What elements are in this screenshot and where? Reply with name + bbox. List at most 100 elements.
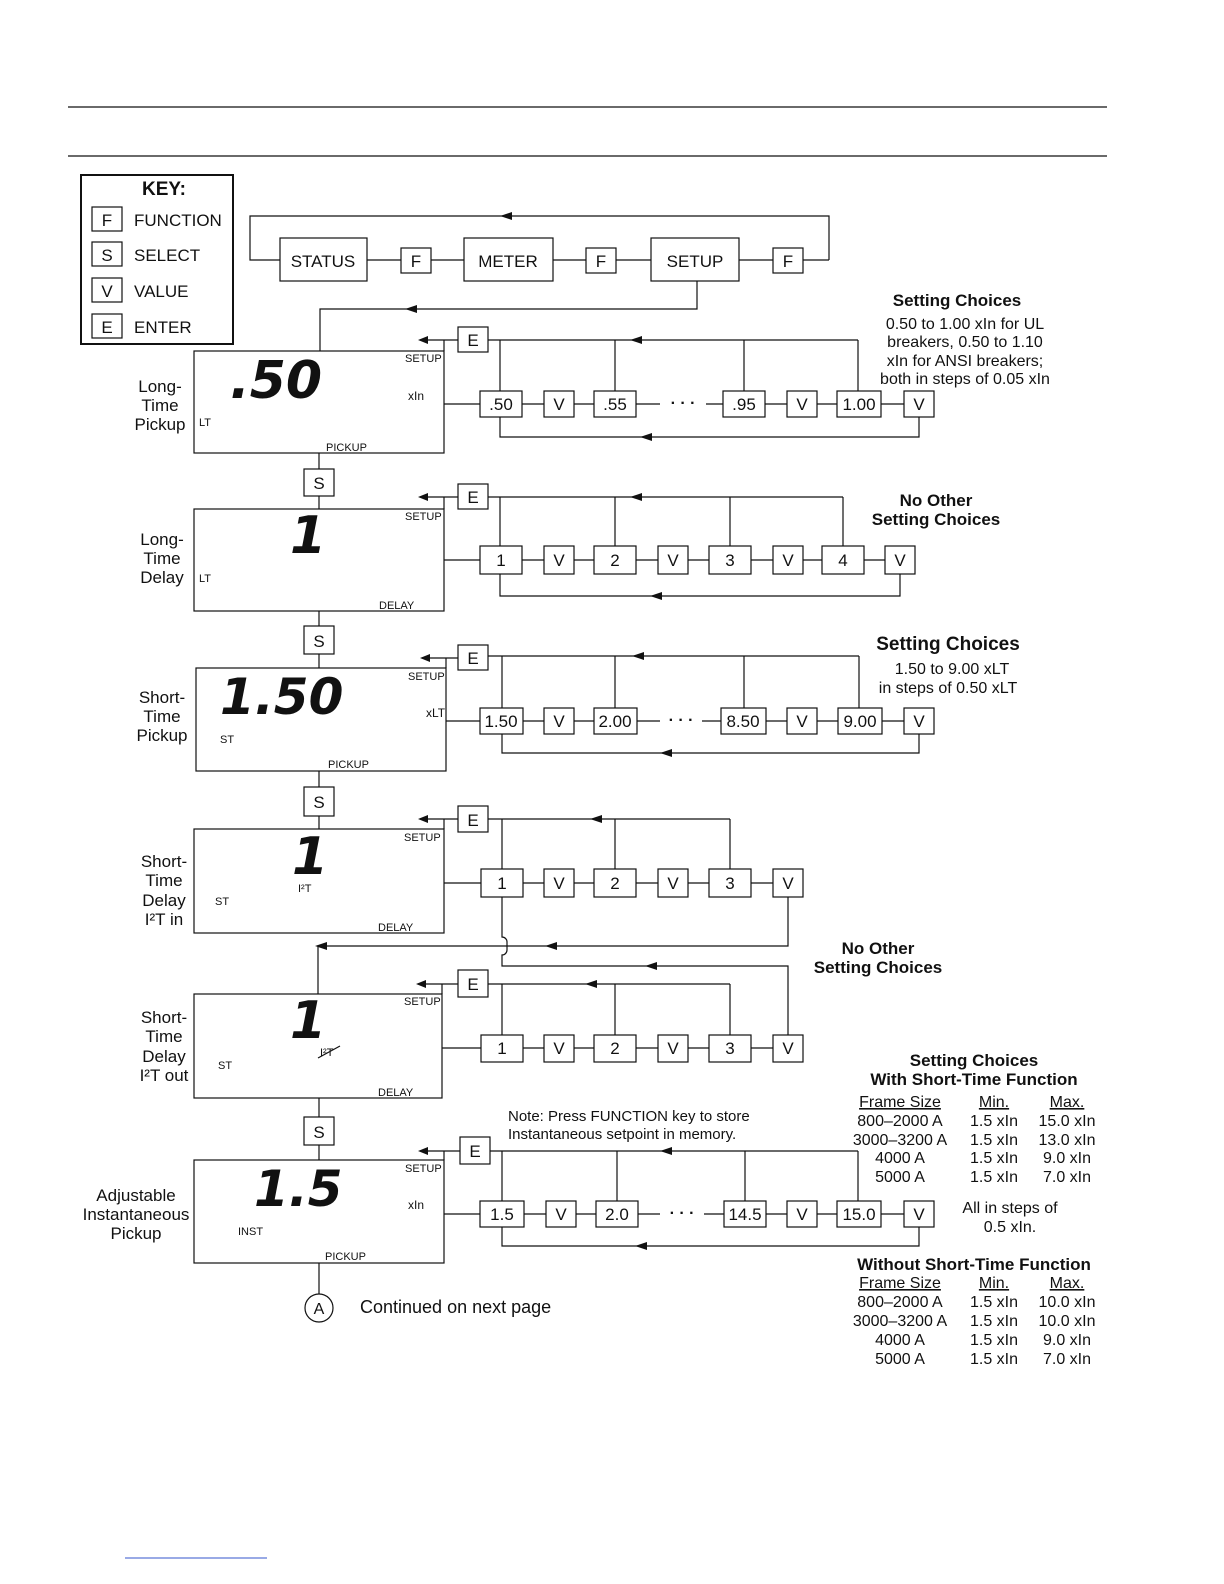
status-mode-label: STATUS	[291, 252, 356, 271]
select-key-label: S	[313, 1123, 324, 1142]
st-pickup-label-1: Short-	[139, 688, 185, 707]
select-key-4[interactable]	[303, 1116, 335, 1146]
st-delay-out-value-key-3[interactable]	[772, 1034, 804, 1063]
select-key-3[interactable]	[303, 786, 335, 817]
inst-lcd-bottom: PICKUP	[325, 1251, 366, 1263]
without-st-max-cell: 7.0 xIn	[1043, 1351, 1091, 1368]
select-key-1[interactable]	[303, 468, 335, 497]
lt-pickup-choice-055[interactable]	[593, 390, 637, 418]
lt-pickup-label-3: Pickup	[134, 415, 185, 434]
lt-pickup-choice-050[interactable]	[479, 390, 523, 418]
inst-lcd-unit: xIn	[408, 1198, 424, 1212]
inst-choice-145[interactable]	[723, 1200, 767, 1228]
step-inst-pickup: Adjustable Instantaneous Pickup 1.5 SETU…	[83, 1108, 935, 1323]
st-pickup-label-2: Time	[143, 707, 180, 726]
st-delay-in-choice-3-label: 3	[725, 874, 734, 893]
inst-value-key-2[interactable]	[786, 1200, 818, 1228]
inst-choice-20-label: 2.0	[605, 1205, 629, 1224]
st-delay-in-label-4: I²T in	[145, 910, 183, 929]
lt-delay-note-line-1: No Other	[900, 491, 973, 510]
lt-pickup-choice-050-label: .50	[489, 395, 513, 414]
st-delay-in-enter-key[interactable]	[457, 805, 489, 833]
lt-delay-lcd-mode: LT	[199, 573, 211, 585]
steps-note-line-2: 0.5 xIn.	[984, 1219, 1036, 1236]
st-pickup-choice-850[interactable]	[720, 707, 767, 735]
lt-pickup-lcd-bottom: PICKUP	[326, 442, 367, 454]
st-delay-out-enter-key[interactable]	[457, 969, 489, 998]
inst-value-key-3[interactable]	[903, 1200, 935, 1228]
function-key-2[interactable]	[585, 247, 617, 274]
value-key-label: V	[555, 1205, 567, 1224]
lt-pickup-display-value: .50	[230, 351, 322, 411]
function-key-1-label: F	[411, 252, 421, 271]
st-pickup-value-key-2[interactable]	[786, 707, 818, 735]
lt-delay-choice-4[interactable]	[821, 545, 865, 575]
value-key-label: V	[667, 874, 679, 893]
step-st-pickup: Short- Time Pickup 1.50 SETUP xLT ST PIC…	[136, 644, 935, 829]
st-pickup-value-key-3[interactable]	[903, 707, 935, 735]
st-delay-in-choice-1[interactable]	[480, 868, 524, 898]
status-mode-box[interactable]	[279, 237, 368, 282]
inst-choice-150[interactable]	[836, 1200, 882, 1228]
lt-delay-choice-3[interactable]	[708, 545, 752, 575]
lt-delay-choice-1[interactable]	[479, 545, 523, 575]
lt-delay-value-key-4[interactable]	[884, 545, 916, 575]
without-st-header-min: Min.	[979, 1275, 1009, 1292]
st-delay-in-display-value: 1	[292, 827, 328, 887]
st-pickup-ellipsis: · · ·	[669, 712, 694, 729]
lt-pickup-lcd-setup: SETUP	[405, 353, 442, 365]
function-key-3[interactable]	[772, 247, 804, 274]
key-e-letter: E	[101, 318, 112, 337]
lt-pickup-value-key-1[interactable]	[543, 390, 575, 418]
select-key-2[interactable]	[303, 625, 335, 655]
select-key-label: S	[313, 474, 324, 493]
lt-delay-enter-key[interactable]	[457, 483, 489, 510]
key-s-label: SELECT	[134, 246, 200, 265]
lt-pickup-choice-055-label: .55	[603, 395, 627, 414]
st-delay-in-choice-1-label: 1	[497, 874, 506, 893]
st-pickup-choice-200[interactable]	[593, 707, 638, 735]
lt-pickup-choice-100[interactable]	[836, 390, 882, 418]
lt-pickup-choice-100-label: 1.00	[842, 395, 875, 414]
st-delay-in-choice-3[interactable]	[708, 868, 752, 898]
lt-pickup-note-line-4: both in steps of 0.05 xIn	[880, 371, 1050, 388]
lt-delay-choice-2[interactable]	[593, 545, 637, 575]
inst-choice-20[interactable]	[595, 1200, 639, 1228]
with-st-max-cell: 7.0 xIn	[1043, 1169, 1091, 1186]
function-key-3-label: F	[783, 252, 793, 271]
select-key-label: S	[313, 632, 324, 651]
st-delay-in-value-key-1[interactable]	[543, 868, 575, 898]
inst-label-3: Pickup	[110, 1224, 161, 1243]
lt-delay-value-key-2[interactable]	[657, 545, 689, 575]
with-st-min-cell: 1.5 xIn	[970, 1132, 1018, 1149]
st-pickup-note-line-2: in steps of 0.50 xLT	[879, 680, 1018, 697]
i2t-off-slash-icon	[317, 1045, 341, 1059]
lt-delay-lcd-bottom: DELAY	[379, 600, 415, 612]
enter-key-label: E	[467, 975, 478, 994]
lt-delay-value-key-1[interactable]	[543, 545, 575, 575]
enter-key-label: E	[467, 649, 478, 668]
lt-pickup-enter-label: E	[467, 331, 478, 350]
lt-delay-label-3: Delay	[140, 568, 184, 587]
st-pickup-lcd-mode: ST	[220, 734, 234, 746]
st-delay-out-value-key-1[interactable]	[543, 1034, 575, 1063]
st-delay-in-value-key-2[interactable]	[657, 868, 689, 898]
inst-value-key-1[interactable]	[545, 1200, 577, 1228]
value-key-label: V	[913, 1205, 925, 1224]
with-st-max-cell: 13.0 xIn	[1039, 1132, 1096, 1149]
st-delay-note-line-2: Setting Choices	[814, 958, 942, 977]
enter-key-label: E	[469, 1142, 480, 1161]
st-pickup-enter-key[interactable]	[457, 644, 489, 671]
st-delay-in-choice-2[interactable]	[593, 868, 637, 898]
without-st-min-cell: 1.5 xIn	[970, 1313, 1018, 1330]
value-key-label: V	[553, 712, 565, 731]
st-pickup-label-3: Pickup	[136, 726, 187, 745]
lt-pickup-choice-095[interactable]	[722, 390, 766, 418]
without-st-min-cell: 1.5 xIn	[970, 1294, 1018, 1311]
st-delay-out-choice-2[interactable]	[593, 1034, 637, 1063]
inst-choice-145-label: 14.5	[728, 1205, 761, 1224]
st-delay-out-choice-3[interactable]	[708, 1034, 752, 1063]
st-pickup-note-line-1: 1.50 to 9.00 xLT	[895, 661, 1010, 678]
st-delay-out-label-3: Delay	[142, 1047, 186, 1066]
with-st-max-cell: 9.0 xIn	[1043, 1150, 1091, 1167]
